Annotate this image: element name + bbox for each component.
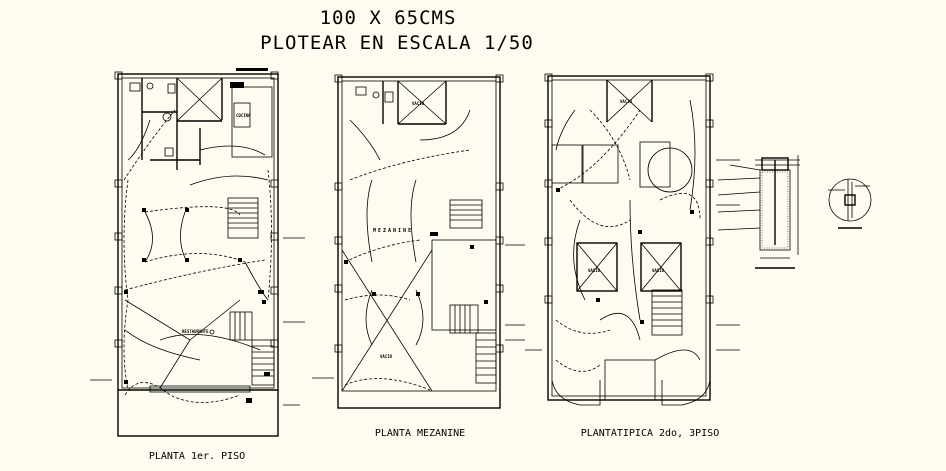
label-void-mezzanine: VACIO: [380, 354, 393, 359]
plan-typical-floor: VACIO VACIO VACIO PLANTATIPICA 2: [525, 73, 740, 439]
label-void-left: VACIO: [588, 268, 601, 273]
label-void-mezzanine-top: VACIO: [412, 101, 425, 106]
plan-first-floor: COCINA: [90, 68, 305, 462]
label-void-right: VACIO: [652, 268, 665, 273]
label-restaurant: RESTAURANTE: [182, 329, 209, 334]
label-kitchen: COCINA: [236, 113, 251, 118]
label-mezzanine: MEZANINE: [373, 228, 413, 234]
plan-title-typical-floor: PLANTATIPICA 2do, 3PISO: [581, 428, 719, 439]
plan-mezzanine: VACIO MEZANINE VACIO PLANTA MEZANINE: [312, 74, 525, 439]
plan-title-mezzanine: PLANTA MEZANINE: [375, 428, 465, 439]
connection-detail: [828, 178, 872, 229]
title-size: 100 X 65CMS: [320, 7, 457, 29]
plan-title-first-floor: PLANTA 1er. PISO: [149, 451, 245, 462]
title-scale: PLOTEAR EN ESCALA 1/50: [260, 32, 534, 54]
label-void-top: VACIO: [620, 99, 633, 104]
grounding-well-detail: [717, 155, 800, 269]
